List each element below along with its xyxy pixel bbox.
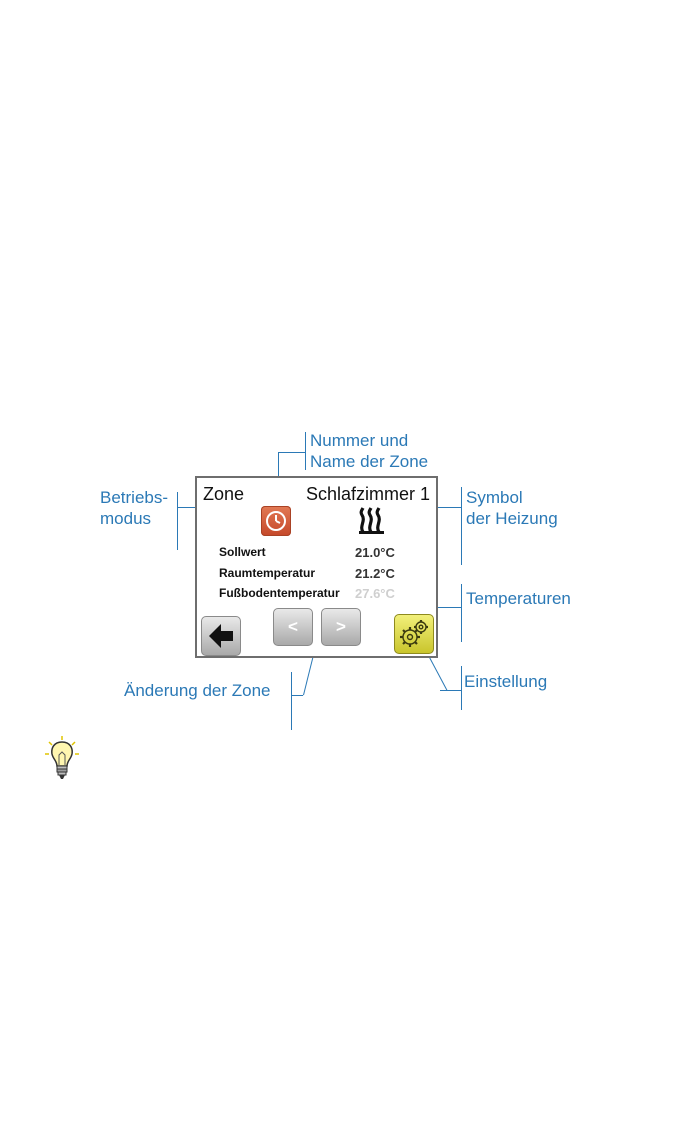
next-zone-button[interactable]: > xyxy=(321,608,361,646)
leader-vertical xyxy=(291,672,292,730)
floor-temperature-label: Fußbodentemperatur xyxy=(219,586,340,600)
callout-line-1: Nummer und xyxy=(310,431,409,450)
leader-vertical xyxy=(305,432,306,470)
gear-icon xyxy=(400,620,428,647)
back-button[interactable] xyxy=(201,616,241,656)
callout-line-1: Betriebs- xyxy=(100,488,169,507)
clock-icon[interactable] xyxy=(261,506,291,536)
zone-name: Schlafzimmer 1 xyxy=(305,484,430,504)
leader-horizontal xyxy=(440,690,461,691)
leader-horizontal xyxy=(291,695,303,696)
zone-label: Zone xyxy=(203,484,245,504)
leader-vertical xyxy=(278,452,279,480)
settings-button[interactable] xyxy=(394,614,434,654)
callout-zone-number-name: Nummer und Name der Zone xyxy=(310,430,428,472)
callout-line-2: Name der Zone xyxy=(310,452,429,471)
leader-vertical xyxy=(461,666,462,710)
room-temperature-value: 21.2°C xyxy=(355,566,395,581)
callout-line-2: modus xyxy=(100,509,152,528)
callout-settings: Einstellung xyxy=(464,672,548,691)
callout-change-zone: Änderung der Zone xyxy=(124,681,271,700)
setpoint-label: Sollwert xyxy=(219,545,266,559)
callout-mode: Betriebs- modus xyxy=(100,487,168,529)
arrow-left-icon xyxy=(209,624,233,648)
room-temperature-label: Raumtemperatur xyxy=(219,566,316,580)
leader-horizontal xyxy=(278,452,305,453)
leader-vertical xyxy=(461,584,462,642)
callout-heating-symbol: Symbol der Heizung xyxy=(466,487,558,529)
floor-temperature-value: 27.6°C xyxy=(355,586,395,601)
leader-vertical xyxy=(461,487,462,565)
callout-temperatures: Temperaturen xyxy=(466,589,571,608)
previous-zone-button[interactable]: < xyxy=(273,608,313,646)
leader-horizontal xyxy=(430,507,461,508)
callout-line-1: Symbol xyxy=(466,488,523,507)
callout-line-2: der Heizung xyxy=(466,509,558,528)
setpoint-value: 21.0°C xyxy=(355,545,395,560)
leader-horizontal xyxy=(434,607,461,608)
heating-icon xyxy=(357,506,387,536)
lightbulb-icon xyxy=(44,735,80,783)
thermostat-screen: Zone Schlafzimmer 1 Sollwert 21.0°C Raum… xyxy=(195,476,438,658)
leader-vertical xyxy=(177,492,178,550)
